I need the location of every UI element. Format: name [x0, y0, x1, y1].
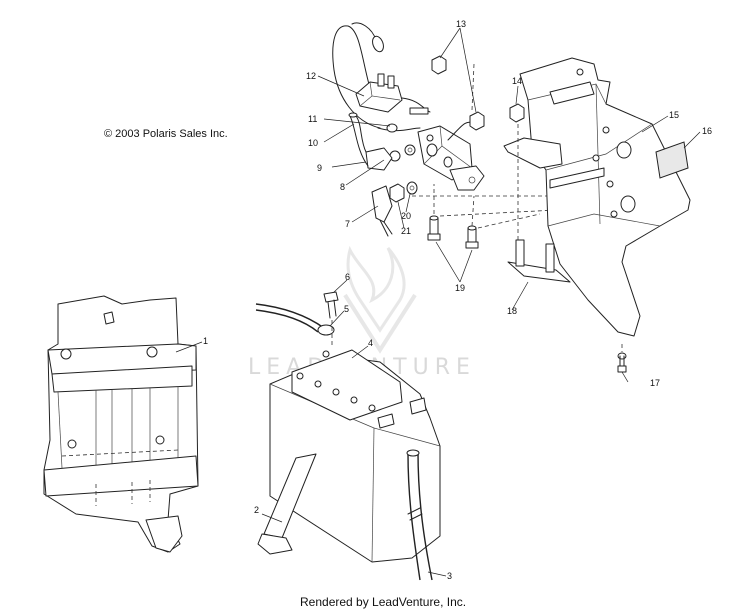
callout-21: 21	[401, 226, 411, 236]
solenoid-assembly	[332, 22, 560, 249]
callout-17: 17	[650, 378, 660, 388]
callout-8: 8	[340, 182, 345, 192]
callout-5: 5	[344, 304, 349, 314]
leader-lines	[175, 27, 701, 577]
callout-6: 6	[345, 272, 350, 282]
footer-credit: Rendered by LeadVenture, Inc.	[300, 595, 466, 609]
callout-3: 3	[447, 571, 452, 581]
callout-2: 2	[254, 505, 259, 515]
battery-bracket	[503, 57, 691, 373]
callout-19: 19	[455, 283, 465, 293]
callout-18: 18	[507, 306, 517, 316]
battery	[255, 291, 441, 581]
callout-10: 10	[308, 138, 318, 148]
battery-box	[43, 295, 199, 553]
callout-16: 16	[702, 126, 712, 136]
callout-7: 7	[345, 219, 350, 229]
callout-9: 9	[317, 163, 322, 173]
callout-14: 14	[512, 76, 522, 86]
callout-20: 20	[401, 211, 411, 221]
copyright-text: © 2003 Polaris Sales Inc.	[104, 128, 228, 140]
callout-13: 13	[456, 19, 466, 29]
callout-labels: 1 2 3 4 5 6 7 8 9 10 11 12 13 14 15 16 1…	[203, 19, 712, 581]
callout-11: 11	[308, 114, 317, 124]
callout-12: 12	[306, 71, 316, 81]
callout-1: 1	[203, 336, 208, 346]
callout-15: 15	[669, 110, 679, 120]
callout-4: 4	[368, 338, 373, 348]
flame-logo-icon	[343, 245, 417, 354]
